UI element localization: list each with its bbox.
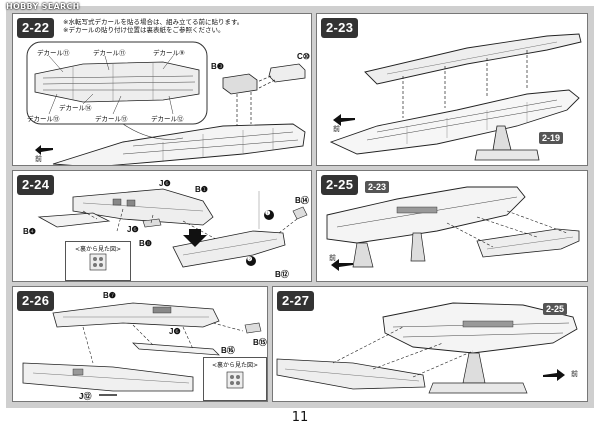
front-label: 前 — [35, 155, 42, 163]
decal-label: デカール⑫ — [151, 115, 184, 123]
step-2-26-illustration — [22, 302, 262, 396]
back-view-caption: <裏から見た図> — [211, 362, 259, 369]
step-2-26-panel: 2-26 B❼ J❻ B⑮ B⑯ — [12, 286, 268, 402]
step-number: 2-22 — [17, 18, 55, 38]
instruction-page-frame: 2-22 ※水転写式デカールを貼る場合は、組み立てる前に貼ります。 ※デカールの… — [6, 6, 594, 408]
step-number: 2-25 — [321, 175, 359, 195]
decal-label: デカール⑪ — [93, 49, 126, 57]
step-2-24-panel: 2-24 — [12, 170, 312, 282]
step-2-23-illustration — [329, 33, 582, 161]
page-number: 11 — [291, 410, 309, 425]
step-number: 2-26 — [17, 291, 55, 311]
part-label: B❸ — [211, 62, 224, 71]
step-2-22-illustration — [26, 41, 306, 165]
part-label: C⑩ — [297, 52, 310, 61]
step-number: 2-27 — [277, 291, 315, 311]
front-label: 前 — [571, 370, 578, 378]
decal-label: デカール⑬ — [27, 115, 60, 123]
back-view-inset: <裏から見た図> — [203, 357, 267, 401]
part-label: B❹ — [23, 227, 36, 236]
decal-label: デカール⑪ — [37, 49, 70, 57]
part-label: J❻ — [159, 179, 171, 188]
decal-note-1: ※水転写式デカールを貼る場合は、組み立てる前に貼ります。 — [63, 18, 244, 26]
part-label: B⑭ — [295, 196, 309, 205]
front-label: 前 — [329, 254, 336, 262]
step-2-23-panel: 2-23 2-19 前 — [316, 13, 588, 166]
back-view-caption: <裏から見た図> — [74, 246, 122, 253]
back-view-drawing — [89, 253, 107, 271]
back-view-inset: <裏から見た図> — [65, 241, 131, 281]
marker-2: ❷ — [247, 257, 253, 263]
step-2-22-panel: 2-22 ※水転写式デカールを貼る場合は、組み立てる前に貼ります。 ※デカールの… — [12, 13, 312, 166]
reference-step-badge: 2-23 — [365, 181, 390, 193]
back-view-drawing — [226, 371, 244, 389]
part-label: B❽ — [139, 239, 152, 248]
part-label: B⑮ — [253, 338, 267, 347]
decal-note-2: ※デカールの貼り付け位置は裏表紙をご参照ください。 — [63, 26, 225, 34]
step-2-27-illustration — [276, 302, 578, 394]
part-label: B❼ — [103, 291, 116, 300]
reference-step-badge: 2-19 — [539, 132, 564, 144]
step-2-27-panel: 2-27 2-25 前 — [272, 286, 588, 402]
decal-label: デカール⑭ — [59, 104, 92, 112]
step-2-25-illustration — [326, 186, 580, 271]
part-label: B⑯ — [221, 346, 235, 355]
step-2-24-illustration — [37, 188, 308, 268]
step-2-25-panel: 2-25 2-23 前 — [316, 170, 588, 282]
marker-1: ❶ — [265, 211, 271, 217]
front-label: 前 — [333, 125, 340, 133]
step-number: 2-24 — [17, 175, 55, 195]
part-label: J❻ — [169, 327, 181, 336]
part-label: B❶ — [195, 185, 208, 194]
part-label: B⑫ — [275, 270, 289, 279]
watermark: HOBBY SEARCH — [6, 2, 80, 11]
part-label: J⑫ — [79, 392, 92, 401]
decal-label: デカール⑬ — [95, 115, 128, 123]
decal-label: デカール⑨ — [153, 49, 185, 57]
step-number: 2-23 — [321, 18, 359, 38]
reference-step-badge: 2-25 — [543, 303, 568, 315]
part-label: J❻ — [127, 225, 139, 234]
